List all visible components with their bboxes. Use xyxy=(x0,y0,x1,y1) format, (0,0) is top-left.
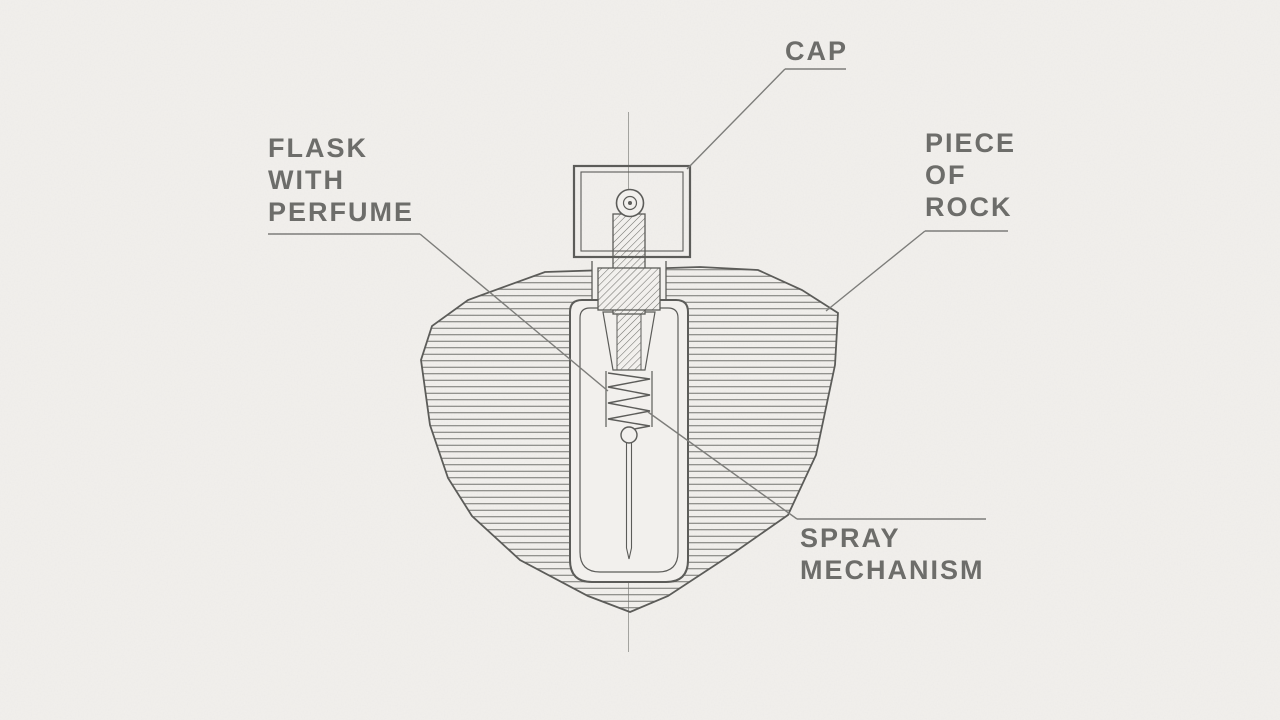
nozzle-inner xyxy=(622,195,638,211)
spray-label-line2: MECHANISM xyxy=(800,555,985,585)
nozzle-dot xyxy=(628,201,632,205)
pump-housing xyxy=(597,267,661,311)
label-flask: FLASK WITH PERFUME xyxy=(268,133,609,392)
rock-leader-line xyxy=(825,230,926,312)
flask-label-line2: WITH xyxy=(268,165,345,195)
rock-label-line2: OF xyxy=(925,160,967,190)
spray-inner-rod xyxy=(616,311,642,371)
cap-outer xyxy=(572,164,692,259)
valve-ball xyxy=(620,426,638,444)
cap-label: CAP xyxy=(785,36,848,66)
flask-inner-wall xyxy=(579,307,679,573)
dip-tube xyxy=(625,443,633,560)
spring xyxy=(607,372,651,431)
cap-assembly xyxy=(572,164,692,259)
label-cap: CAP xyxy=(686,36,848,170)
flask-leader-line xyxy=(419,233,609,392)
flask-label-line3: PERFUME xyxy=(268,197,414,227)
pump-stem-assembly xyxy=(597,213,661,315)
spray-mechanism xyxy=(602,311,656,560)
label-spray: SPRAY MECHANISM xyxy=(647,411,986,585)
flask-label-line1: FLASK xyxy=(268,133,368,163)
spray-leader-line xyxy=(647,411,798,520)
spray-label-line1: SPRAY xyxy=(800,523,901,553)
cap-inner xyxy=(580,171,684,252)
cap-leader-line xyxy=(686,68,786,170)
rock-label-line1: PIECE xyxy=(925,128,1016,158)
rock-label-line3: ROCK xyxy=(925,192,1013,222)
label-rock: PIECE OF ROCK xyxy=(825,128,1016,312)
